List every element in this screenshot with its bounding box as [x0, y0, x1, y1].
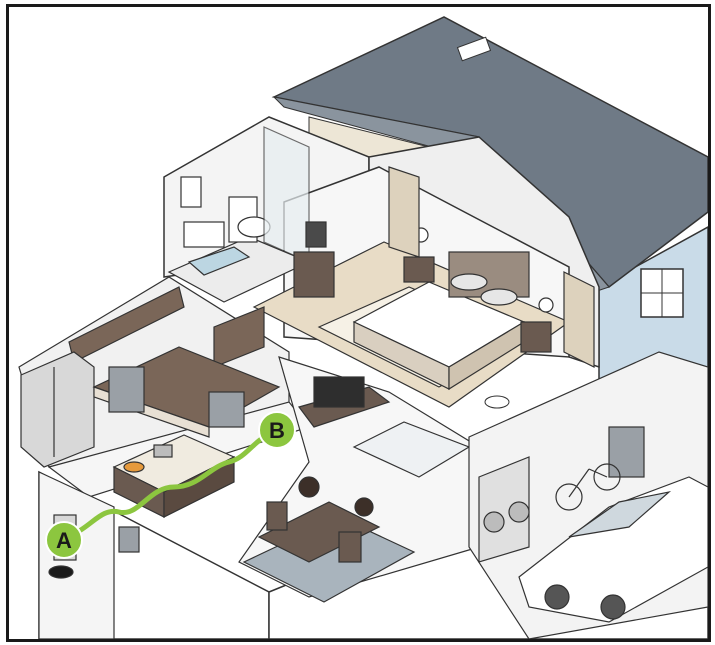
bathroom [167, 126, 311, 303]
living-dining [238, 356, 480, 603]
car-icon [518, 476, 708, 623]
marker-a-label: A [56, 528, 72, 553]
marker-b: B [258, 411, 296, 449]
path-line [61, 429, 280, 540]
laptop-icon [153, 444, 173, 458]
house-cutaway-illustration: A B [18, 16, 708, 639]
marker-b-label: B [269, 418, 285, 443]
illustration-frame: A B [6, 4, 711, 642]
garage [468, 351, 708, 639]
robot-vacuum-icon [484, 395, 510, 409]
kitchen [18, 276, 311, 518]
marker-a: A [45, 521, 83, 559]
bicycle-icon [555, 463, 621, 511]
bedroom [252, 166, 595, 408]
